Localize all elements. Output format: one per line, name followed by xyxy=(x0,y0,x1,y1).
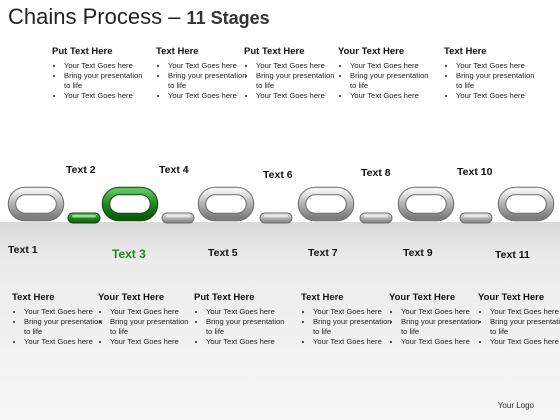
bottom-block-list: Your Text Goes here Bring your presentat… xyxy=(12,307,108,346)
chain-link xyxy=(297,186,355,222)
list-item: Your Text Goes here xyxy=(168,91,252,101)
bottom-block-3: Put Text Here Your Text Goes here Bring … xyxy=(194,292,290,347)
top-block-2: Text Here Your Text Goes here Bring your… xyxy=(156,46,252,101)
bottom-block-list: Your Text Goes here Bring your presentat… xyxy=(478,307,560,346)
bottom-block-list: Your Text Goes here Bring your presentat… xyxy=(301,307,397,346)
stage-label-7: Text 7 xyxy=(308,247,338,259)
list-item: Your Text Goes here xyxy=(64,61,148,71)
list-item: Your Text Goes here xyxy=(110,337,194,347)
stage-label-3: Text 3 xyxy=(112,247,146,261)
list-item: Your Text Goes here xyxy=(401,307,485,317)
bottom-block-list: Your Text Goes here Bring your presentat… xyxy=(389,307,485,346)
list-item: Your Text Goes here xyxy=(401,337,485,347)
list-item: Bring your presentation to life xyxy=(456,71,540,90)
chain-links xyxy=(7,186,555,224)
list-item: Bring your presentation to life xyxy=(206,317,290,336)
chain-link xyxy=(359,212,393,224)
logo-text: Your Logo xyxy=(497,401,534,410)
top-block-heading: Put Text Here xyxy=(52,46,113,57)
list-item: Your Text Goes here xyxy=(350,91,434,101)
slide-title: Chains Process – 11 Stages xyxy=(8,4,270,30)
list-item: Your Text Goes here xyxy=(256,91,340,101)
list-item: Your Text Goes here xyxy=(24,337,108,347)
list-item: Your Text Goes here xyxy=(490,307,560,317)
top-block-list: Your Text Goes here Bring your presentat… xyxy=(338,61,434,100)
bottom-block-heading: Your Text Here xyxy=(98,292,165,303)
list-item: Your Text Goes here xyxy=(206,337,290,347)
list-item: Bring your presentation to life xyxy=(256,71,340,90)
bottom-block-1: Text Here Your Text Goes here Bring your… xyxy=(12,292,108,347)
list-item: Your Text Goes here xyxy=(350,61,434,71)
list-item: Bring your presentation to life xyxy=(313,317,397,336)
chain-diagram xyxy=(7,186,555,224)
bottom-band xyxy=(0,222,560,420)
top-block-list: Your Text Goes here Bring your presentat… xyxy=(444,61,540,100)
stage-label-10: Text 10 xyxy=(457,166,493,178)
list-item: Your Text Goes here xyxy=(206,307,290,317)
top-block-heading: Text Here xyxy=(444,46,487,57)
list-item: Bring your presentation to life xyxy=(24,317,108,336)
top-block-heading: Put Text Here xyxy=(244,46,305,57)
top-block-list: Your Text Goes here Bring your presentat… xyxy=(156,61,252,100)
chain-link xyxy=(7,186,65,222)
chain-link xyxy=(161,212,195,224)
top-block-5: Text Here Your Text Goes here Bring your… xyxy=(444,46,540,101)
chain-link xyxy=(67,212,101,224)
stage-label-5: Text 5 xyxy=(208,247,238,259)
list-item: Bring your presentation to life xyxy=(110,317,194,336)
bottom-block-5: Your Text Here Your Text Goes here Bring… xyxy=(389,292,485,347)
bottom-block-heading: Your Text Here xyxy=(389,292,456,303)
list-item: Bring your presentation to life xyxy=(168,71,252,90)
list-item: Your Text Goes here xyxy=(313,307,397,317)
stage-label-4: Text 4 xyxy=(159,164,189,176)
chain-link xyxy=(197,186,255,222)
chain-link xyxy=(459,212,493,224)
title-accent: 11 Stages xyxy=(186,8,270,28)
bottom-block-heading: Your Text Here xyxy=(478,292,545,303)
top-block-1: Put Text Here Your Text Goes here Bring … xyxy=(52,46,148,101)
bottom-block-4: Text Here Your Text Goes here Bring your… xyxy=(301,292,397,347)
bottom-block-2: Your Text Here Your Text Goes here Bring… xyxy=(98,292,194,347)
bottom-block-list: Your Text Goes here Bring your presentat… xyxy=(194,307,290,346)
list-item: Your Text Goes here xyxy=(110,307,194,317)
bottom-block-heading: Text Here xyxy=(301,292,344,303)
list-item: Your Text Goes here xyxy=(168,61,252,71)
stage-label-9: Text 9 xyxy=(403,247,433,259)
chain-link xyxy=(101,186,159,222)
list-item: Bring your presentation to life xyxy=(401,317,485,336)
top-block-heading: Text Here xyxy=(156,46,199,57)
top-block-list: Your Text Goes here Bring your presentat… xyxy=(52,61,148,100)
title-main: Chains Process – xyxy=(8,4,181,29)
stage-label-11: Text 11 xyxy=(495,249,530,261)
bottom-block-heading: Text Here xyxy=(12,292,55,303)
chain-link xyxy=(259,212,293,224)
top-block-list: Your Text Goes here Bring your presentat… xyxy=(244,61,340,100)
top-block-3: Put Text Here Your Text Goes here Bring … xyxy=(244,46,340,101)
bottom-block-list: Your Text Goes here Bring your presentat… xyxy=(98,307,194,346)
stage-label-2: Text 2 xyxy=(66,164,96,176)
list-item: Your Text Goes here xyxy=(313,337,397,347)
list-item: Your Text Goes here xyxy=(490,337,560,347)
list-item: Your Text Goes here xyxy=(64,91,148,101)
bottom-block-heading: Put Text Here xyxy=(194,292,255,303)
list-item: Your Text Goes here xyxy=(456,91,540,101)
chain-link xyxy=(497,186,555,222)
top-block-heading: Your Text Here xyxy=(338,46,405,57)
list-item: Bring your presentation to life xyxy=(64,71,148,90)
bottom-block-6: Your Text Here Your Text Goes here Bring… xyxy=(478,292,560,347)
stage-label-6: Text 6 xyxy=(263,169,293,181)
list-item: Your Text Goes here xyxy=(456,61,540,71)
list-item: Bring your presentation to life xyxy=(490,317,560,336)
top-block-4: Your Text Here Your Text Goes here Bring… xyxy=(338,46,434,101)
list-item: Your Text Goes here xyxy=(256,61,340,71)
chain-link xyxy=(397,186,455,222)
stage-label-1: Text 1 xyxy=(8,244,38,256)
list-item: Bring your presentation to life xyxy=(350,71,434,90)
list-item: Your Text Goes here xyxy=(24,307,108,317)
stage-label-8: Text 8 xyxy=(361,167,391,179)
